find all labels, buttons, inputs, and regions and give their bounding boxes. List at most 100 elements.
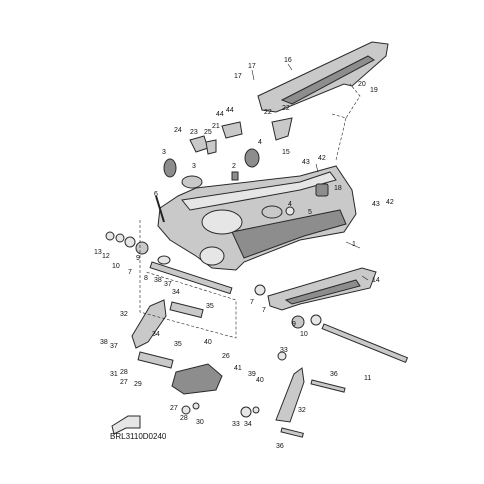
callout-7: 7: [250, 299, 254, 306]
chain-puller-block: [315, 183, 329, 197]
callout-1: 1: [352, 241, 356, 248]
callout-10: 10: [300, 331, 308, 338]
callout-8: 8: [144, 275, 148, 282]
seal-13: [105, 231, 115, 241]
callout-38: 38: [154, 277, 162, 284]
bolt-6: [155, 195, 165, 223]
callout-30: 30: [196, 419, 204, 426]
spacer-7: [157, 255, 171, 265]
callout-34: 34: [152, 331, 160, 338]
callout-37: 37: [164, 281, 172, 288]
chain-guard: [257, 41, 389, 113]
callout-35: 35: [174, 341, 182, 348]
callout-35: 35: [206, 303, 214, 310]
swingarm-side-plate: [231, 209, 347, 259]
callout-23: 23: [190, 129, 198, 136]
callout-19: 19: [370, 87, 378, 94]
collar-35-lower: [137, 351, 174, 369]
callout-9: 9: [292, 321, 296, 328]
callout-38: 38: [100, 339, 108, 346]
washer-33-lower: [240, 406, 252, 418]
callout-7: 7: [128, 269, 132, 276]
pad-upper: [163, 158, 177, 178]
callout-32: 32: [298, 407, 306, 414]
callout-34: 34: [172, 289, 180, 296]
swingarm-pivot-boss: [199, 246, 225, 266]
callout-16: 16: [284, 57, 292, 64]
callout-3: 3: [192, 163, 196, 170]
relay-arm-upper: [131, 299, 167, 349]
clip-23: [189, 135, 209, 153]
washer-5: [285, 206, 295, 216]
collar-12: [115, 233, 125, 243]
callout-10: 10: [112, 263, 120, 270]
callout-42: 42: [318, 155, 326, 162]
cover-lower: [261, 205, 283, 219]
swingarm-upper-rail: [181, 171, 337, 211]
collar-35-upper: [169, 301, 204, 319]
callout-7: 7: [262, 307, 266, 314]
callout-12: 12: [102, 253, 110, 260]
callout-14: 14: [372, 277, 380, 284]
plug: [231, 171, 239, 181]
callout-36: 36: [276, 443, 284, 450]
callout-42: 42: [386, 199, 394, 206]
callout-27: 27: [120, 379, 128, 386]
callout-44: 44: [226, 107, 234, 114]
callout-29: 29: [134, 381, 142, 388]
bolt-36-lower: [280, 427, 304, 438]
cover-upper: [244, 148, 260, 168]
callout-40: 40: [256, 377, 264, 384]
nut-27: [181, 405, 191, 415]
callout-39: 39: [248, 371, 256, 378]
pad-lower: [181, 175, 203, 189]
callout-20: 20: [358, 81, 366, 88]
bearing-9: [135, 241, 149, 255]
axle-11: [321, 323, 409, 364]
callout-44: 44: [216, 111, 224, 118]
callout-18: 18: [334, 185, 342, 192]
swingarm-inner-cutout: [201, 209, 243, 235]
callout-24: 24: [174, 127, 182, 134]
callout-36: 36: [330, 371, 338, 378]
callout-21: 21: [212, 123, 220, 130]
front-arrow-icon: [111, 415, 141, 435]
callout-40: 40: [204, 339, 212, 346]
callout-5: 5: [308, 209, 312, 216]
callout-3: 3: [162, 149, 166, 156]
callout-13: 13: [94, 249, 102, 256]
callout-2: 2: [232, 163, 236, 170]
callout-22: 22: [264, 109, 272, 116]
relay-arm-lower: [275, 367, 305, 423]
callout-33: 33: [280, 347, 288, 354]
clip-25: [205, 139, 217, 155]
washer-34-lower: [252, 406, 260, 414]
relay-26: [171, 363, 223, 395]
leader-lines: [139, 63, 369, 339]
bearing-10: [124, 236, 136, 248]
callout-labels: 1 2 3 3 4 4 5 6 7 7 7 8 9 9 10 10 11 12 …: [94, 57, 394, 450]
spacer-7-right: [254, 284, 266, 296]
callout-33: 33: [232, 421, 240, 428]
chain-guard-rib: [280, 55, 375, 105]
callout-28: 28: [180, 415, 188, 422]
collar-10-right: [310, 314, 322, 326]
chain-protector-rib: [284, 279, 361, 305]
callout-34: 34: [244, 421, 252, 428]
callout-4: 4: [258, 139, 262, 146]
callout-31: 31: [110, 371, 118, 378]
callout-27: 27: [170, 405, 178, 412]
callout-25: 25: [204, 129, 212, 136]
washer-33-mid: [277, 351, 287, 361]
fender-bracket: [271, 117, 293, 141]
diagram-reference-code: BRL3110D0240: [110, 432, 167, 441]
bolt-36-upper: [310, 379, 346, 393]
callout-15: 15: [282, 149, 290, 156]
callout-37: 37: [110, 343, 118, 350]
callout-4: 4: [288, 201, 292, 208]
callout-17: 17: [234, 73, 242, 80]
callout-9: 9: [136, 255, 140, 262]
chain-protector: [267, 267, 377, 311]
